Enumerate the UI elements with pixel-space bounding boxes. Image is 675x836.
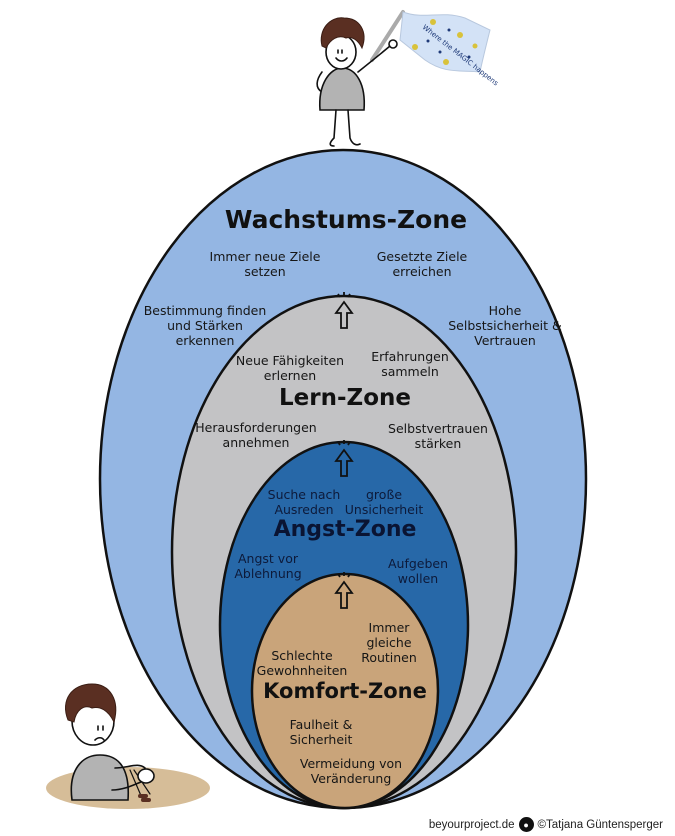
site-link[interactable]: beyourproject.de bbox=[428, 818, 515, 831]
learning-item: Herausforderungen annehmen bbox=[195, 420, 317, 450]
fear-item: Angst vor Ablehnung bbox=[234, 551, 302, 581]
growth-item: Immer neue Ziele setzen bbox=[209, 249, 321, 279]
fear-item: große Unsicherheit bbox=[344, 487, 424, 517]
credit-footer: beyourproject.de ● ©Tatjana Güntensperge… bbox=[429, 817, 663, 832]
fear-zone-title: Angst-Zone bbox=[273, 517, 417, 542]
growth-item: Gesetzte Ziele erreichen bbox=[376, 249, 468, 279]
fear-item: Aufgeben wollen bbox=[387, 556, 449, 586]
learning-item: Selbstvertrauen stärken bbox=[388, 421, 488, 451]
person-logo-icon: ● bbox=[518, 817, 534, 832]
comfort-zone-title: Komfort-Zone bbox=[263, 679, 427, 703]
learning-item: Neue Fähigkeiten erlernen bbox=[235, 353, 345, 383]
standing-person-illustration: Where the MAGIC happens bbox=[316, 10, 500, 147]
growth-item: Hohe Selbstsicherheit & Vertrauen bbox=[448, 303, 562, 348]
comfort-item: Schlechte Gewohnheiten bbox=[256, 648, 348, 678]
comfort-item: Faulheit & Sicherheit bbox=[289, 717, 353, 747]
growth-zone-title: Wachstums-Zone bbox=[224, 205, 468, 234]
flag-icon: Where the MAGIC happens bbox=[370, 10, 500, 88]
comfort-item: Vermeidung von Veränderung bbox=[299, 756, 403, 786]
learning-zone-title: Lern-Zone bbox=[279, 385, 411, 411]
fear-item: Suche nach Ausreden bbox=[267, 487, 341, 517]
comfort-item: Immer gleiche Routinen bbox=[361, 620, 417, 665]
sitting-person-illustration bbox=[46, 683, 210, 809]
growth-item: Bestimmung finden und Stärken erkennen bbox=[143, 303, 267, 348]
arrow-up-icon bbox=[334, 292, 354, 609]
comfort-zone-ellipse bbox=[250, 572, 440, 810]
copyright-text: ©Tatjana Güntensperger bbox=[537, 818, 663, 831]
learning-item: Erfahrungen sammeln bbox=[371, 349, 449, 379]
